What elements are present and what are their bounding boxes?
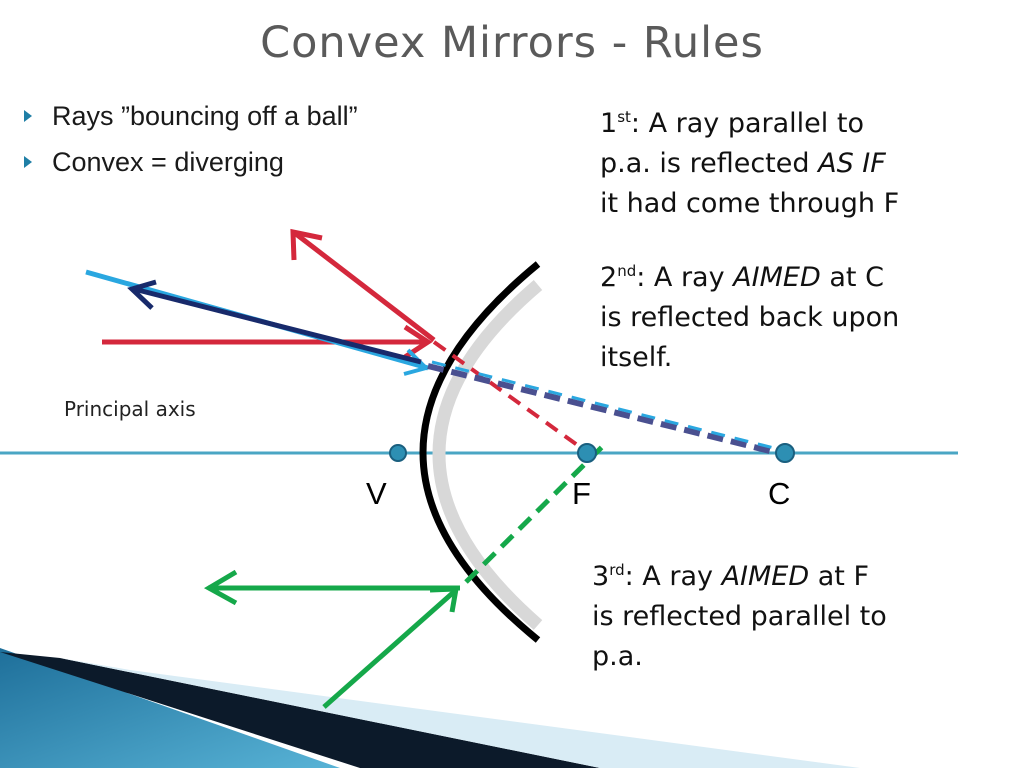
principal-axis-label: Principal axis xyxy=(64,397,196,421)
rule-2-text: 2nd: A ray AIMED at C is reflected back … xyxy=(600,262,900,373)
bullet-item: Rays ”bouncing off a ball” xyxy=(22,98,358,144)
convex-mirror xyxy=(419,261,541,643)
focal-point xyxy=(577,443,597,463)
corner-decoration xyxy=(0,648,860,768)
axis-points xyxy=(389,443,795,463)
center-point xyxy=(775,443,795,463)
emphasis: AIMED xyxy=(733,262,821,293)
ray-3 xyxy=(203,441,608,709)
bullet-arrow-icon xyxy=(24,156,32,168)
center-label: C xyxy=(768,476,791,511)
bullet-list: Rays ”bouncing off a ball” Convex = dive… xyxy=(22,98,358,190)
emphasis: AS IF xyxy=(818,148,886,179)
mirror-inner-surface xyxy=(432,280,543,630)
focal-label: F xyxy=(572,476,591,511)
bullet-text: Convex = diverging xyxy=(52,147,284,177)
rule-3-text: 3rd: A ray AIMED at F is reflected paral… xyxy=(592,561,887,672)
ray-1 xyxy=(102,228,589,454)
vertex-point xyxy=(389,444,407,462)
bullet-item: Convex = diverging xyxy=(22,144,358,190)
slide-title: Convex Mirrors - Rules xyxy=(260,18,764,68)
vertex-label: V xyxy=(366,476,387,511)
bullet-arrow-icon xyxy=(24,110,32,122)
ray-2 xyxy=(85,269,787,458)
bullet-text: Rays ”bouncing off a ball” xyxy=(52,101,358,131)
emphasis: AIMED xyxy=(721,561,810,592)
rule-1-text: 1st: A ray parallel to p.a. is reflected… xyxy=(600,108,900,219)
